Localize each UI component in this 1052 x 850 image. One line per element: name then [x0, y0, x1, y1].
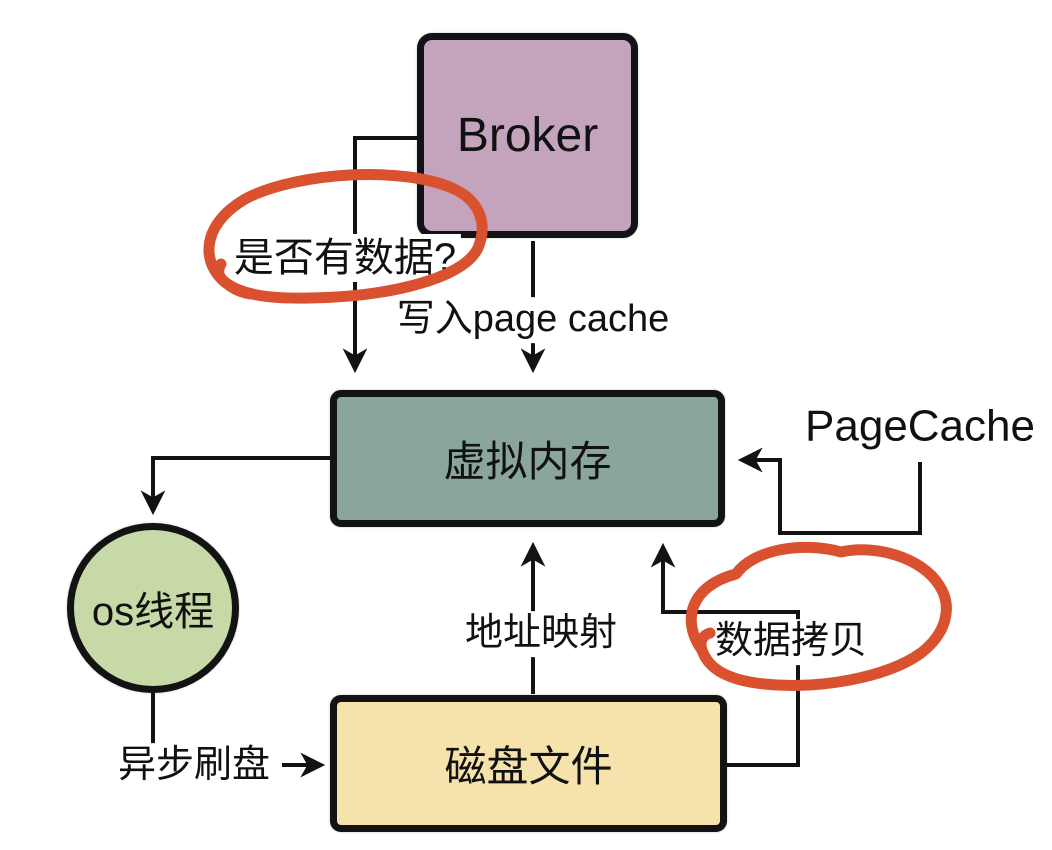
label-async-flush: 异步刷盘 — [112, 743, 276, 789]
virtual-memory-node-label: 虚拟内存 — [443, 438, 612, 485]
disk-file-node: 磁盘文件 — [330, 695, 727, 832]
label-has-data: 是否有数据? — [228, 234, 462, 282]
label-pagecache: PageCache — [805, 401, 1035, 451]
connector-pagecache-to-vmem — [737, 447, 922, 535]
label-write-page-cache: 写入page cache — [391, 297, 675, 343]
broker-node: Broker — [417, 33, 638, 238]
disk-file-node-label: 磁盘文件 — [444, 743, 613, 790]
os-thread-node: os线程 — [67, 523, 239, 693]
virtual-memory-node: 虚拟内存 — [330, 390, 725, 527]
broker-node-label: Broker — [456, 109, 599, 162]
os-thread-node-label: os线程 — [91, 590, 215, 634]
label-data-copy: 数据拷贝 — [709, 619, 873, 665]
label-address-mapping: 地址映射 — [459, 611, 623, 657]
connector-vmem-to-os-thread — [140, 456, 333, 516]
